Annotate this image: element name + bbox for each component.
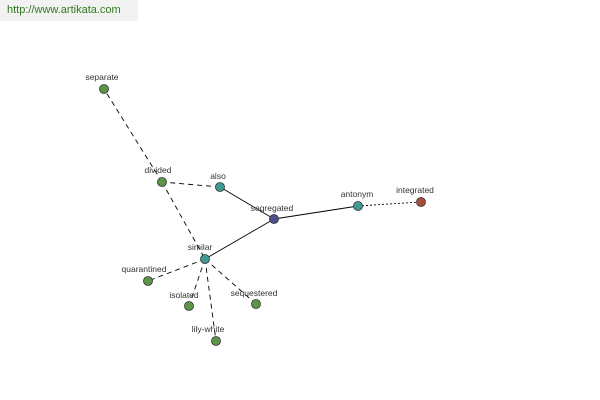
node-integrated[interactable]: integrated <box>396 185 434 207</box>
edge-segregated-also <box>219 186 275 220</box>
edge-segregated-antonym <box>273 205 359 220</box>
node-dot-divided[interactable] <box>157 177 167 187</box>
node-label-divided[interactable]: divided <box>145 165 172 175</box>
edge-similar-sequestered <box>204 258 257 305</box>
node-quarantined[interactable]: quarantined <box>122 264 167 286</box>
node-label-antonym[interactable]: antonym <box>341 189 374 199</box>
node-label-isolated[interactable]: isolated <box>169 290 199 300</box>
node-label-quarantined[interactable]: quarantined <box>122 264 167 274</box>
edge-similar-quarantined <box>147 258 206 282</box>
node-label-similar[interactable]: similar <box>188 242 213 252</box>
node-similar[interactable]: similar <box>188 242 213 264</box>
node-dot-integrated[interactable] <box>416 197 426 207</box>
edges-layer <box>103 88 422 342</box>
edge-similar-lily-white <box>204 258 217 342</box>
edge-divided-similar <box>161 181 206 260</box>
node-dot-antonym[interactable] <box>353 201 363 211</box>
node-label-sequestered[interactable]: sequestered <box>231 288 278 298</box>
node-isolated[interactable]: isolated <box>169 290 199 311</box>
node-label-integrated[interactable]: integrated <box>396 185 434 195</box>
node-dot-sequestered[interactable] <box>251 299 261 309</box>
edge-divided-separate <box>103 88 163 183</box>
node-label-lily-white[interactable]: lily-white <box>192 324 225 334</box>
edge-also-divided <box>161 181 221 188</box>
node-dot-similar[interactable] <box>200 254 210 264</box>
nodes-layer: segregated antonym integrated also divided se… <box>85 72 434 346</box>
node-separate[interactable]: separate <box>85 72 119 94</box>
node-also[interactable]: also <box>210 171 226 192</box>
node-divided[interactable]: divided <box>145 165 172 187</box>
node-dot-quarantined[interactable] <box>143 276 153 286</box>
node-dot-also[interactable] <box>215 182 225 192</box>
node-segregated[interactable]: segregated <box>251 203 294 224</box>
node-label-also[interactable]: also <box>210 171 226 181</box>
node-label-separate[interactable]: separate <box>85 72 118 82</box>
node-lily-white[interactable]: lily-white <box>192 324 225 346</box>
edge-segregated-similar <box>204 218 275 260</box>
edge-antonym-integrated <box>357 201 422 207</box>
node-dot-isolated[interactable] <box>184 301 194 311</box>
node-dot-separate[interactable] <box>99 84 109 94</box>
node-sequestered[interactable]: sequestered <box>231 288 278 309</box>
site-url-link[interactable]: http://www.artikata.com <box>7 4 121 16</box>
node-label-segregated[interactable]: segregated <box>251 203 294 213</box>
node-antonym[interactable]: antonym <box>341 189 374 211</box>
url-banner: http://www.artikata.com <box>0 0 138 21</box>
node-dot-lily-white[interactable] <box>211 336 221 346</box>
node-dot-segregated[interactable] <box>269 214 279 224</box>
